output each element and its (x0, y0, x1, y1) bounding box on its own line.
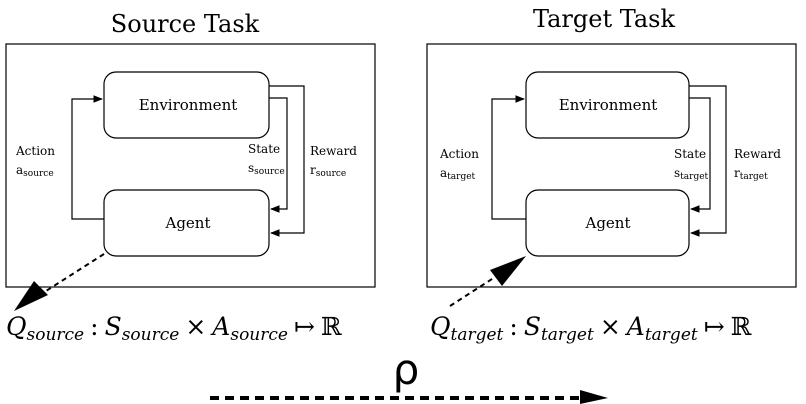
target-task-title: Target Task (533, 5, 676, 33)
target-reward-arrow (689, 85, 727, 237)
source-task-title: Source Task (111, 10, 260, 38)
target-action-symbol: atarget (440, 166, 476, 182)
target-state-symbol: starget (674, 166, 709, 182)
target-q-function: Qtarget:Starget×Atarget↦ℝ (430, 312, 752, 345)
target-agent-box (525, 189, 690, 257)
target-environment-box (525, 71, 690, 139)
source-task-frame (5, 43, 376, 288)
source-q-arrowhead (14, 281, 48, 311)
source-reward-label: Reward (310, 144, 357, 158)
source-environment-label: Environment (139, 96, 238, 114)
target-state-arrow (689, 97, 711, 213)
source-action-arrow (71, 95, 104, 220)
source-state-symbol: ssource (248, 161, 285, 177)
source-state-arrow (269, 97, 288, 213)
source-action-label: Action (15, 144, 55, 158)
target-agent-label: Agent (585, 214, 631, 232)
rho-label: ρ (393, 345, 420, 394)
source-q-function: Qsource:Ssource×Asource↦ℝ (6, 312, 342, 345)
source-state-label: State (248, 142, 280, 156)
target-action-label: Action (439, 147, 479, 161)
source-agent-box (103, 189, 270, 257)
target-task-frame (426, 43, 797, 288)
source-agent-label: Agent (165, 214, 211, 232)
source-action-symbol: asource (16, 163, 54, 179)
source-reward-arrow (269, 85, 305, 237)
source-q-dashed-line (23, 253, 105, 306)
target-reward-label: Reward (734, 147, 781, 161)
source-reward-symbol: rsource (310, 163, 346, 179)
rho-arrowhead (580, 390, 608, 404)
target-action-arrow (491, 95, 526, 220)
target-q-arrowhead (490, 256, 526, 286)
target-state-label: State (674, 147, 706, 161)
source-environment-box (103, 71, 270, 139)
target-environment-label: Environment (559, 96, 658, 114)
target-reward-symbol: rtarget (734, 166, 768, 182)
